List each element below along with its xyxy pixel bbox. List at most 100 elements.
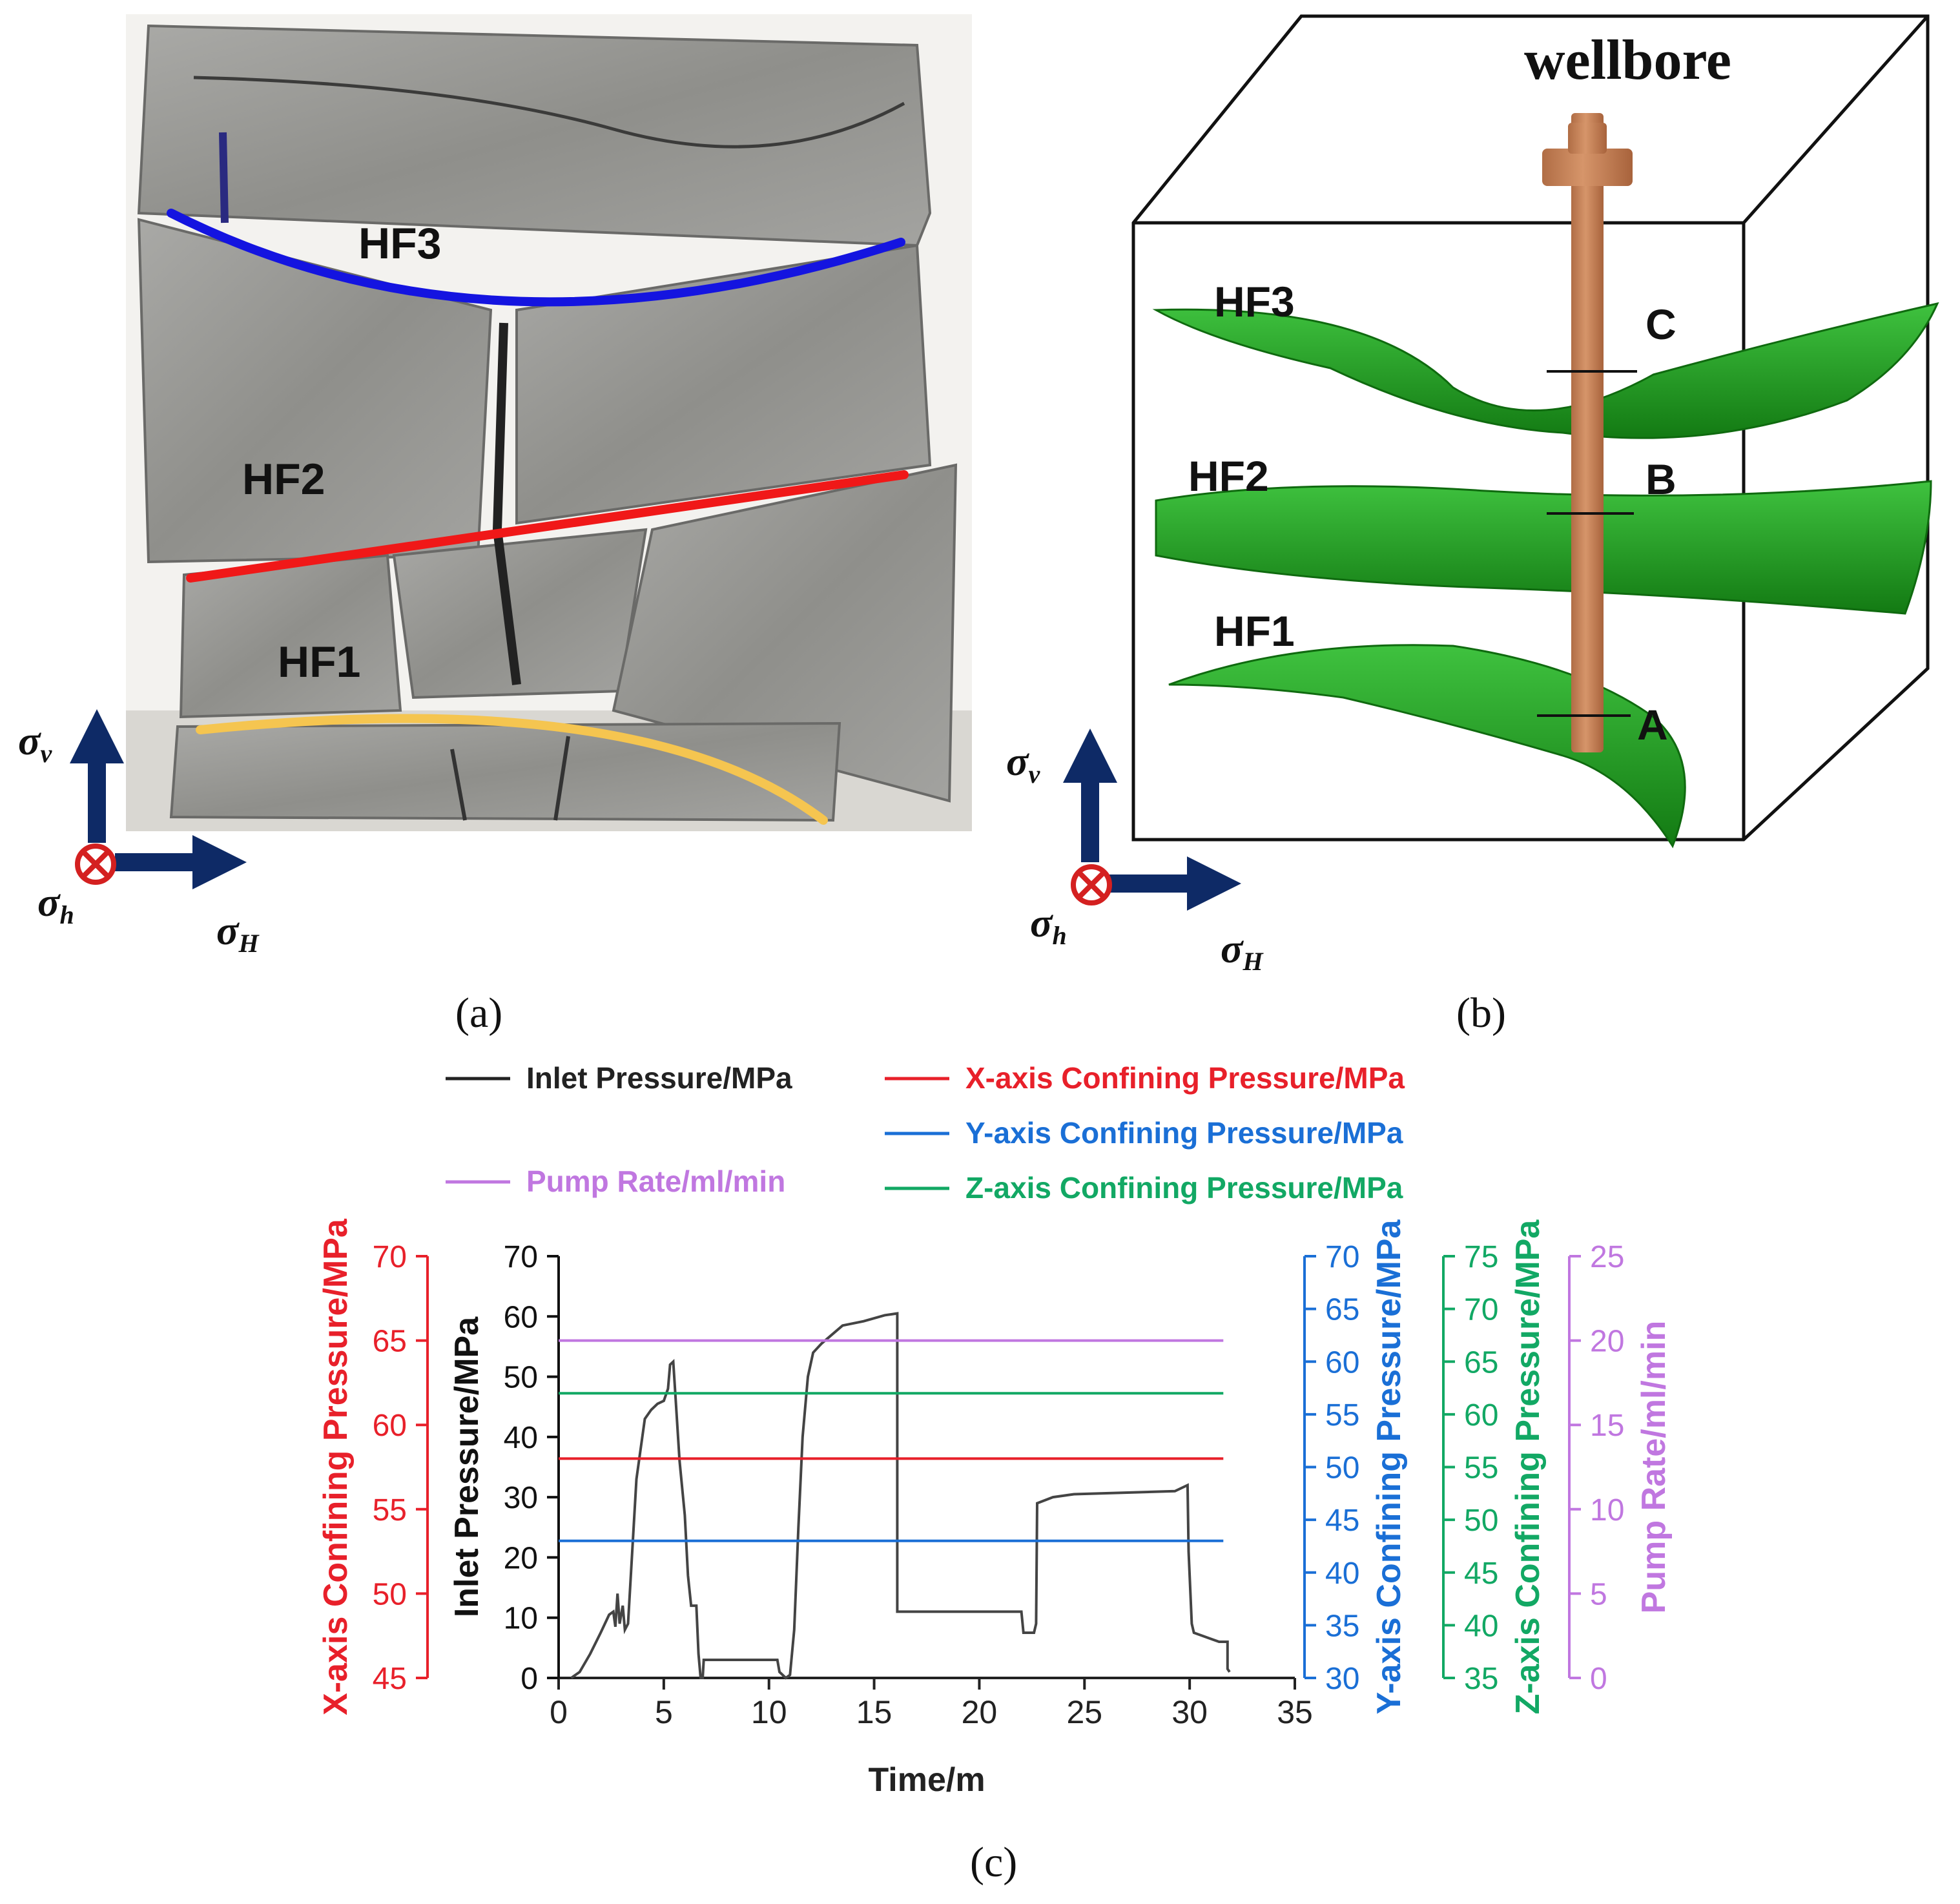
inlet-tick-label: 60 (504, 1300, 538, 1334)
rock-block-center-low (392, 528, 648, 699)
legend-label: Y-axis Confining Pressure/MPa (965, 1116, 1403, 1150)
out-of-plane-cross-b (1078, 871, 1105, 898)
z_conf-tick-label: 45 (1464, 1557, 1498, 1591)
x_conf-tick-label: 50 (373, 1577, 407, 1611)
x-axis-title: Time/m (868, 1761, 985, 1799)
y_conf-tick-label: 30 (1325, 1662, 1359, 1696)
marker-line (219, 132, 229, 223)
y_conf-tick-label: 40 (1325, 1557, 1359, 1591)
x_conf-tick-label: 60 (373, 1409, 407, 1443)
series-line-inlet (570, 1312, 1231, 1680)
legend-label: Inlet Pressure/MPa (526, 1061, 792, 1095)
z_conf-tick-label: 55 (1464, 1451, 1498, 1485)
fracture-surface-hf1 (1168, 644, 1686, 849)
rock-block-right-low (612, 463, 958, 803)
y_conf-tick-label: 45 (1325, 1504, 1359, 1538)
pump-tick-label: 25 (1590, 1240, 1624, 1274)
legend-label: X-axis Confining Pressure/MPa (965, 1061, 1405, 1095)
pump-tick-label: 10 (1590, 1493, 1624, 1527)
rock-block-top (137, 24, 932, 247)
pump-tick-label: 0 (1590, 1662, 1607, 1696)
model-label-hf1: HF1 (1214, 607, 1295, 655)
pump-axis-title: Pump Rate/ml/min (1635, 1321, 1673, 1614)
fracture-trace-hf2 (186, 470, 909, 583)
y_conf-tick-label: 65 (1325, 1293, 1359, 1327)
model-box (1131, 14, 1930, 842)
sigma-H-label: σH (216, 907, 260, 958)
crack-line (450, 749, 467, 821)
z_conf-tick-label: 70 (1464, 1293, 1498, 1327)
x-tick-label: 5 (655, 1694, 673, 1730)
stress-axes-a: σv σh σH (18, 709, 260, 958)
x-tick-label: 30 (1171, 1694, 1208, 1730)
crack-line (553, 736, 570, 821)
inlet-tick-label: 70 (504, 1240, 538, 1274)
point-label-a: A (1637, 701, 1668, 749)
sigma-h-label: σh (37, 879, 74, 929)
inlet-tick-label: 10 (504, 1602, 538, 1636)
point-label-b: B (1645, 455, 1676, 503)
x_conf-axis-title: X-axis Confining Pressure/MPa (317, 1218, 355, 1715)
point-label-c: C (1645, 300, 1676, 348)
panel-b: wellbore HF3 HF2 HF1 C B A (1131, 14, 1939, 849)
legend-label: Pump Rate/ml/min (526, 1164, 785, 1198)
x-tick-label: 20 (962, 1694, 998, 1730)
y_conf-axis-title: Y-axis Confining Pressure/MPa (1370, 1219, 1408, 1715)
wellbore-label: wellbore (1524, 29, 1731, 92)
x_conf-tick-label: 70 (373, 1240, 407, 1274)
y_conf-tick-label: 55 (1325, 1398, 1359, 1433)
wellbore-flange (1542, 149, 1633, 186)
inlet-tick-label: 50 (504, 1361, 538, 1395)
y_conf-tick-label: 60 (1325, 1345, 1359, 1380)
stress-axes-b: σv σh σH (1006, 729, 1264, 976)
z_conf-tick-label: 50 (1464, 1504, 1498, 1538)
x-tick-label: 25 (1066, 1694, 1102, 1730)
photo-label-hf1: HF1 (278, 637, 360, 687)
fracture-trace-hf1 (196, 714, 828, 825)
photo-label-hf3: HF3 (358, 219, 441, 268)
sigma-v-label: σv (18, 718, 53, 768)
x-tick-label: 10 (751, 1694, 787, 1730)
caption-c: (c) (970, 1839, 1017, 1886)
rock-block-left-low (179, 554, 402, 719)
inlet-tick-label: 40 (504, 1421, 538, 1455)
fracture-trace-hf3 (167, 209, 905, 307)
inlet-axis-title: Inlet Pressure/MPa (448, 1316, 486, 1617)
rock-block-right-mid (515, 243, 932, 525)
y_conf-tick-label: 35 (1325, 1609, 1359, 1643)
photo-label-hf2: HF2 (242, 455, 325, 504)
y_conf-tick-label: 70 (1325, 1240, 1359, 1274)
x_conf-tick-label: 45 (373, 1662, 407, 1696)
x_conf-tick-label: 65 (373, 1325, 407, 1359)
z_conf-tick-label: 65 (1464, 1345, 1498, 1380)
sigma-v-label-b: σv (1006, 738, 1041, 789)
z_conf-tick-label: 75 (1464, 1240, 1498, 1274)
legend-label: Z-axis Confining Pressure/MPa (965, 1171, 1403, 1205)
y_conf-tick-label: 50 (1325, 1451, 1359, 1485)
caption-a: (a) (455, 989, 502, 1037)
wellbore-pipe (1571, 113, 1604, 752)
fracture-surface-hf3 (1152, 302, 1939, 439)
x-tick-label: 0 (550, 1694, 568, 1730)
model-label-hf3: HF3 (1214, 278, 1295, 326)
z_conf-tick-label: 40 (1464, 1609, 1498, 1643)
x-tick-label: 35 (1277, 1694, 1313, 1730)
wellbore-cap (1568, 123, 1607, 154)
sigma-H-label-b: σH (1221, 926, 1264, 976)
inlet-tick-label: 0 (521, 1662, 538, 1696)
z_conf-axis-title: Z-axis Confining Pressure/MPa (1509, 1219, 1547, 1715)
pump-tick-label: 20 (1590, 1325, 1624, 1359)
x_conf-tick-label: 55 (373, 1493, 407, 1527)
z_conf-tick-label: 35 (1464, 1662, 1498, 1696)
model-label-hf2: HF2 (1188, 452, 1269, 500)
pump-tick-label: 5 (1590, 1577, 1607, 1611)
sigma-h-label-b: σh (1030, 900, 1067, 950)
panel-a: HF3 HF2 HF1 (126, 14, 972, 831)
caption-b: (b) (1456, 989, 1506, 1037)
x-tick-label: 15 (856, 1694, 892, 1730)
inlet-tick-label: 20 (504, 1541, 538, 1575)
inlet-tick-label: 30 (504, 1481, 538, 1515)
fracture-surface-hf2 (1155, 480, 1932, 615)
